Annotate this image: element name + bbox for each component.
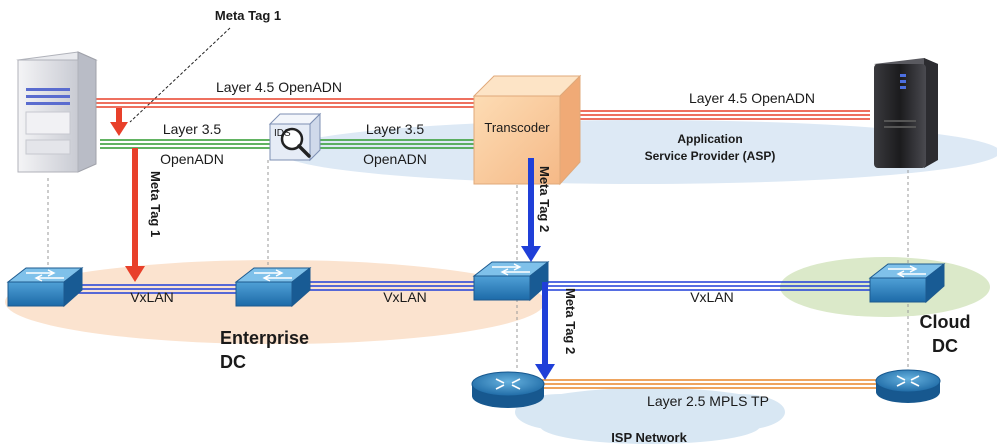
transcoder-label: Transcoder: [484, 120, 550, 135]
cloud-dc-label-line2: DC: [932, 336, 958, 356]
enterprise-dc-label-line1: Enterprise: [220, 328, 309, 348]
vxlan-line-3: [545, 281, 878, 291]
layer45-left-line: [88, 98, 475, 108]
layer35-left-label-line1: Layer 3.5: [163, 121, 222, 137]
vxlan-label-1: VxLAN: [130, 289, 174, 305]
router-icon: [875, 369, 941, 403]
switch-icon: [868, 262, 946, 304]
layer35-left-line: [100, 139, 275, 149]
mpls-line: [540, 379, 880, 389]
layer45-left-label: Layer 4.5 OpenADN: [216, 79, 342, 95]
server-left-icon: [16, 51, 98, 173]
isp-network-label: ISP Network: [611, 430, 687, 445]
meta-tag-2-lower-label: Meta Tag 2: [563, 288, 578, 354]
meta-tag-1-vertical-label: Meta Tag 1: [148, 171, 163, 237]
isp-cloud: [515, 388, 785, 444]
switch-icon: [6, 266, 84, 308]
cloud-dc-label-line1: Cloud: [920, 312, 971, 332]
vxlan-label-3: VxLAN: [690, 289, 734, 305]
layer35-right-label-line1: Layer 3.5: [366, 121, 425, 137]
vxlan-label-2: VxLAN: [383, 289, 427, 305]
layer35-right-line: [318, 139, 474, 149]
asp-zone: [280, 120, 997, 184]
vxlan-line-1: [78, 284, 240, 294]
meta-tag-1-pointer: [129, 27, 231, 123]
layer45-right-line: [576, 110, 870, 120]
layer35-right-label-line2: OpenADN: [363, 151, 427, 167]
ids-label: IDS: [274, 128, 291, 139]
meta-tag-2-arrow-lower: [535, 282, 555, 380]
switch-icon: [472, 260, 550, 302]
layer45-right-label: Layer 4.5 OpenADN: [689, 90, 815, 106]
enterprise-dc-label-line2: DC: [220, 352, 246, 372]
magnifier-icon: [280, 127, 311, 158]
asp-label-line1: Application: [677, 132, 742, 146]
meta-tag-2-arrow-upper: [521, 158, 541, 262]
transcoder-box-icon: [472, 74, 582, 186]
switch-icon: [234, 266, 312, 308]
server-right-icon: [874, 58, 938, 168]
layer35-left-label-line2: OpenADN: [160, 151, 224, 167]
meta-tag-1-arrow-short: [110, 108, 128, 136]
meta-tag-1-arrow: [125, 148, 145, 282]
router-icon: [471, 371, 545, 408]
meta-tag-1-top-label: Meta Tag 1: [215, 8, 281, 23]
meta-tag-2-upper-label: Meta Tag 2: [537, 166, 552, 232]
vxlan-line-2: [305, 281, 480, 291]
mpls-label: Layer 2.5 MPLS TP: [647, 393, 769, 409]
asp-label-line2: Service Provider (ASP): [645, 149, 776, 163]
